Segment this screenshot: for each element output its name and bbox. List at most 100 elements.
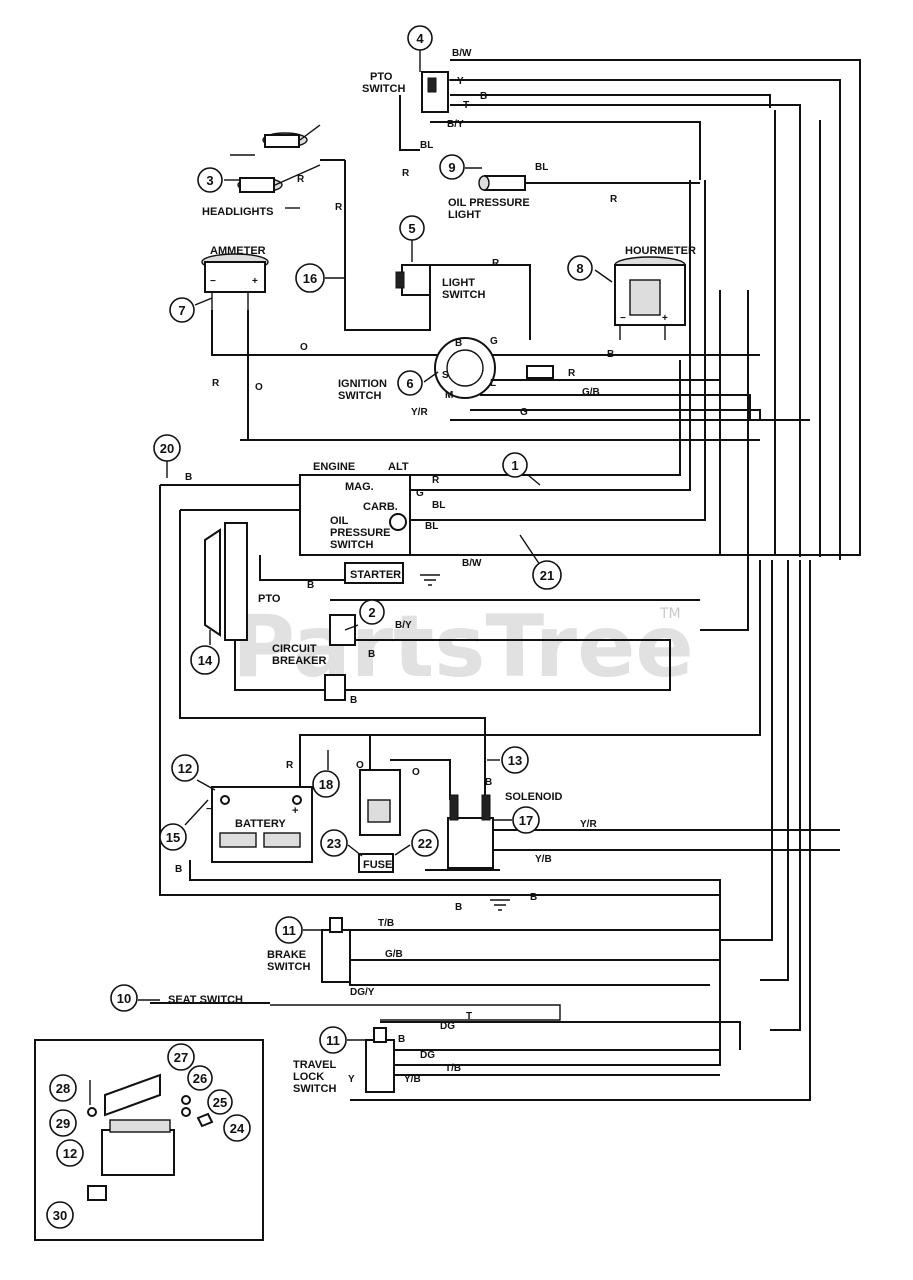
- wire-label: T: [466, 1011, 472, 1022]
- wire-label: Y/R: [411, 407, 428, 418]
- wire-label: R: [335, 202, 343, 213]
- callout-10: 10: [117, 991, 131, 1006]
- label-brake-switch-line2: SWITCH: [267, 961, 310, 973]
- label-pto-switch-line2: SWITCH: [362, 83, 405, 95]
- label-solenoid: SOLENOID: [505, 791, 563, 803]
- label-starter: STARTER: [350, 569, 401, 581]
- label-brake-switch-line1: BRAKE: [267, 949, 306, 961]
- engine-component: [299, 474, 411, 556]
- oil-pressure-light-component: [478, 175, 700, 191]
- wire-label: G: [416, 488, 424, 499]
- wire-label: B: [350, 695, 357, 706]
- callout-23: 23: [327, 836, 341, 851]
- callout-1: 1: [511, 458, 518, 473]
- callout-8: 8: [576, 261, 583, 276]
- wire-label: BL: [425, 521, 438, 532]
- wire-label: T/B: [378, 918, 394, 929]
- callout-12: 12: [178, 761, 192, 776]
- wire-label: BL: [420, 140, 433, 151]
- wire-label: Y/R: [580, 819, 597, 830]
- wire-label: B: [307, 580, 314, 591]
- wire-label: B: [607, 349, 614, 360]
- wire-labels: B/W Y B T B/Y BL BL R R R R R O R O B R …: [175, 48, 618, 1085]
- callout-13: 13: [508, 753, 522, 768]
- label-ignition-switch-line2: SWITCH: [338, 390, 381, 402]
- callout-7: 7: [178, 303, 185, 318]
- ammeter-minus: −: [210, 276, 216, 287]
- wire-label: DG/Y: [350, 987, 375, 998]
- wire-label: DG: [440, 1021, 455, 1032]
- label-light-switch-line2: SWITCH: [442, 289, 485, 301]
- callout-20: 20: [160, 441, 174, 456]
- callout-25: 25: [213, 1095, 227, 1110]
- ammeter-component: [201, 253, 269, 312]
- wire-label: B/W: [452, 48, 472, 59]
- callout-11-travel-lock: 11: [326, 1033, 340, 1048]
- label-alt: ALT: [388, 461, 409, 473]
- pto-switch-component: [421, 71, 452, 113]
- wire-harness: [159, 59, 861, 1101]
- wire-label: Y: [348, 1074, 355, 1085]
- label-oil-pressure-switch-line2: PRESSURE: [330, 527, 391, 539]
- callout-30: 30: [53, 1208, 67, 1223]
- callout-11-brake: 11: [282, 923, 296, 938]
- label-oil-pressure-light-line1: OIL PRESSURE: [448, 197, 530, 209]
- label-travel-lock-switch-line3: SWITCH: [293, 1083, 336, 1095]
- callout-24: 24: [230, 1121, 245, 1136]
- wire-label: BL: [535, 162, 548, 173]
- label-oil-pressure-switch-line3: SWITCH: [330, 539, 373, 551]
- label-engine: ENGINE: [313, 461, 355, 473]
- circuit-breaker-component: [324, 614, 356, 701]
- ign-terminal-b: B: [455, 338, 462, 349]
- label-oil-pressure-light-line2: LIGHT: [448, 209, 481, 221]
- label-circuit-breaker-line1: CIRCUIT: [272, 643, 317, 655]
- hourmeter-minus: −: [620, 313, 626, 324]
- wire-label: R: [568, 368, 576, 379]
- wire-label: T: [463, 100, 469, 111]
- callout-18: 18: [319, 777, 333, 792]
- label-fuse: FUSE: [363, 859, 392, 871]
- wire-label: B: [398, 1034, 405, 1045]
- battery-component: [211, 786, 313, 863]
- callout-16: 16: [303, 271, 317, 286]
- label-hourmeter: HOURMETER: [625, 245, 696, 257]
- ign-terminal-m: M: [445, 390, 453, 401]
- wire-label: O: [356, 760, 364, 771]
- wire-label: O: [300, 342, 308, 353]
- label-battery: BATTERY: [235, 818, 286, 830]
- wire-label: B/W: [462, 558, 482, 569]
- fuse-component: [358, 853, 394, 873]
- callout-3: 3: [206, 173, 213, 188]
- watermark-trademark: TM: [659, 606, 681, 622]
- wire-label: B: [480, 91, 487, 102]
- wire-label: G/B: [582, 387, 600, 398]
- callout-14: 14: [198, 653, 213, 668]
- callout-21: 21: [540, 568, 554, 583]
- callout-6: 6: [406, 376, 413, 391]
- callout-12-inset: 12: [63, 1146, 77, 1161]
- battery-minus: −: [206, 804, 212, 815]
- label-pto: PTO: [258, 593, 281, 605]
- wire-label: B: [368, 649, 375, 660]
- label-seat-switch: SEAT SWITCH: [168, 994, 243, 1006]
- callout-26: 26: [193, 1071, 207, 1086]
- wire-label: O: [255, 382, 263, 393]
- ignition-switch-component: [434, 337, 554, 399]
- ign-terminal-l: L: [490, 378, 496, 389]
- callout-15: 15: [166, 830, 180, 845]
- callout-5: 5: [408, 221, 415, 236]
- wire-label: B: [455, 902, 462, 913]
- label-travel-lock-switch-line1: TRAVEL: [293, 1059, 336, 1071]
- wire-label: G: [520, 407, 528, 418]
- starter-component: [344, 562, 404, 584]
- label-mag: MAG.: [345, 481, 374, 493]
- callout-28: 28: [56, 1081, 70, 1096]
- pto-clutch-component: [204, 522, 248, 641]
- watermark-text: PartsTree: [232, 597, 694, 697]
- wire-label: DG: [420, 1050, 435, 1061]
- wire-label: B: [530, 892, 537, 903]
- wire-label: B/Y: [447, 119, 464, 130]
- wire-label: Y: [457, 76, 464, 87]
- callout-leaders: [138, 50, 613, 1041]
